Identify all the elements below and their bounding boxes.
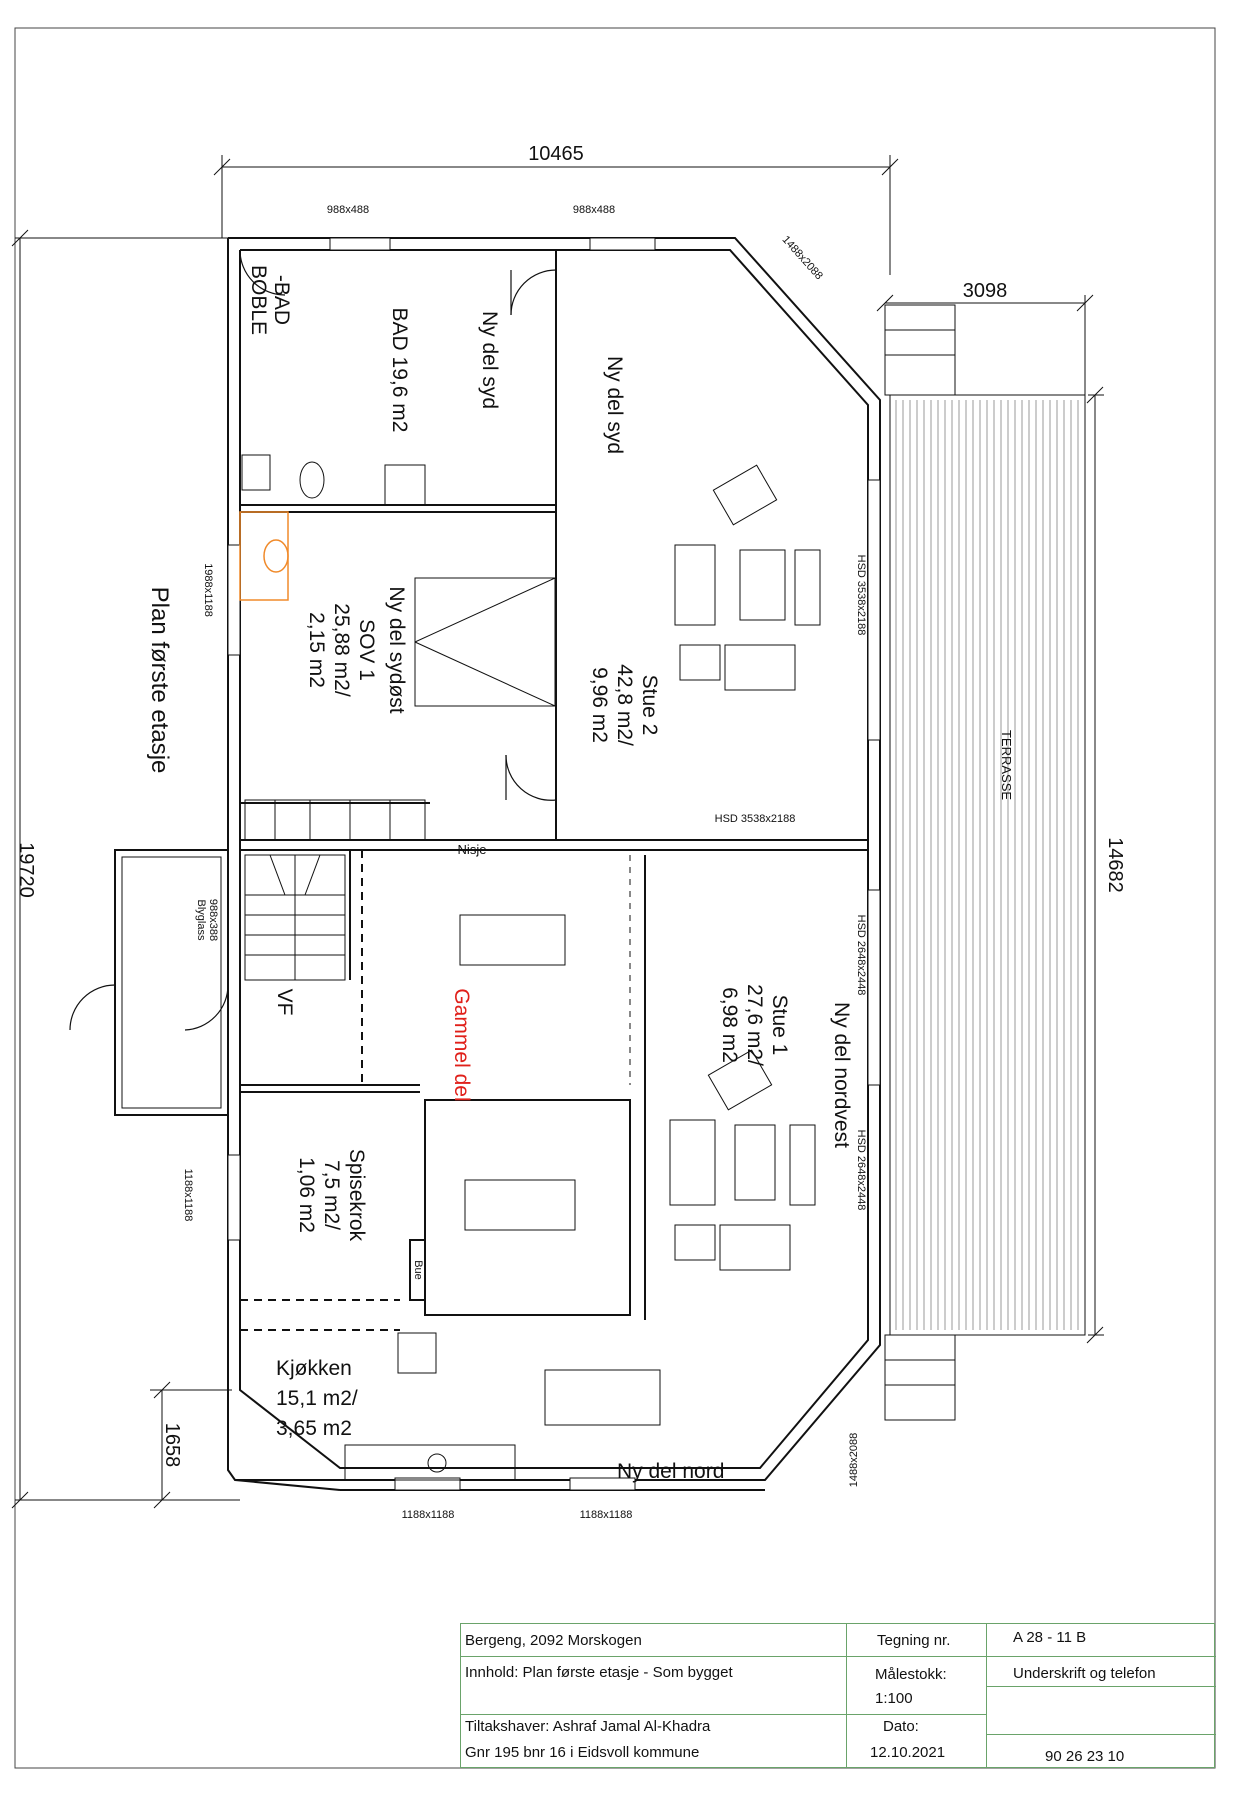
window-label-top-mid: 988x488 (573, 204, 615, 216)
label-sov-area1: 25,88 m2/ (330, 603, 353, 697)
dim-kitchen-offset: 1658 (161, 1423, 183, 1468)
sheet-border (14, 27, 1216, 1769)
label-kjokken-area1: 15,1 m2/ (276, 1387, 358, 1410)
title-property: Gnr 195 bnr 16 i Eidsvoll kommune (465, 1744, 700, 1761)
label-stue2-name: Stue 2 (638, 675, 661, 736)
label-sov-name: SOV 1 (355, 619, 378, 681)
dim-terrace-width: 3098 (963, 280, 1008, 302)
title-address: Bergeng, 2092 Morskogen (465, 1632, 642, 1649)
title-signature-label: Underskrift og telefon (1013, 1665, 1156, 1682)
label-sov-area2: 2,15 m2 (305, 612, 328, 688)
label-ny-del-nord: Ny del nord (617, 1460, 724, 1483)
terrace-deck-boards (895, 400, 1079, 1330)
bathroom-fixtures (241, 454, 426, 506)
window-label-bottom-mid: 1188x1188 (580, 1509, 633, 1521)
label-spise-area2: 1,06 m2 (295, 1157, 318, 1233)
closet (244, 577, 556, 841)
label-stue1-area2: 6,98 m2 (718, 987, 741, 1063)
title-block: Bergeng, 2092 Morskogen Tegning nr. A 28… (460, 1623, 1216, 1768)
title-scale: 1:100 (875, 1690, 913, 1707)
title-drawing-no-label: Tegning nr. (877, 1632, 951, 1649)
terrace (884, 304, 1086, 1421)
title-scale-label: Målestokk: (875, 1666, 947, 1683)
window-label-corner-se: 1488x2088 (848, 1433, 860, 1487)
title-drawing-no: A 28 - 11 B (1013, 1629, 1087, 1646)
title-date-label: Dato: (883, 1718, 919, 1735)
label-terrasse: TERRASSE (999, 730, 1014, 800)
window-label-blyglass: Blyglass (195, 900, 207, 941)
window-marks (227, 237, 881, 1491)
exterior-walls (227, 237, 881, 1491)
title-owner: Tiltakshaver: Ashraf Jamal Al-Khadra (465, 1718, 711, 1735)
label-stue1-area1: 27,6 m2/ (743, 984, 766, 1066)
label-stue2-area2: 9,96 m2 (588, 667, 611, 743)
hsd-label-stue1-a: HSD 2648x2448 (855, 915, 867, 996)
label-spise-name: Spisekrok (345, 1149, 368, 1242)
window-label-top-left: 988x488 (327, 204, 369, 216)
stue2-furniture (674, 464, 821, 691)
staircase (244, 854, 346, 981)
dim-total-height: 19720 (15, 842, 37, 898)
label-boblebad-1: BOBLE (247, 265, 270, 335)
label-vf: VF (273, 989, 296, 1016)
label-kjokken-name: Kjøkken (276, 1357, 352, 1380)
label-boblebad-2: -BAD (270, 275, 293, 325)
kitchen-counter (344, 1332, 516, 1481)
hsd-label-stue1-b: HSD 2648x2448 (855, 1130, 867, 1211)
dimension-lines (11, 155, 1104, 1509)
window-label-west-spise: 1188x1188 (182, 1169, 194, 1222)
label-kjokken-area2: 3,65 m2 (276, 1417, 352, 1440)
entrance-porch (114, 849, 229, 1116)
dim-terrace-length: 14682 (1104, 837, 1126, 893)
label-sov-wing: Ny del sydøst (385, 586, 408, 713)
dining-tables (459, 914, 661, 1426)
hsd-label-stue2-bottom: HSD 3538x2188 (715, 813, 796, 825)
label-stue2-wing: Ny del syd (603, 356, 626, 454)
window-label-west-sov: 1988x1188 (202, 563, 214, 617)
window-label-bottom-left: 1188x1188 (402, 1509, 455, 1521)
window-label-corner-ne: 1488x2088 (780, 234, 825, 282)
title-date: 12.10.2021 (870, 1744, 946, 1761)
label-bue: Bue (412, 1260, 424, 1280)
label-spise-area1: 7,5 m2/ (320, 1160, 343, 1230)
stue1-furniture (669, 1049, 816, 1271)
hsd-label-stue2-side: HSD 3538x2188 (855, 555, 867, 636)
plan-title: Plan første etasje (146, 587, 173, 774)
doors (69, 249, 557, 1031)
title-phone: 90 26 23 10 (1045, 1748, 1125, 1765)
label-nisje: Nisje (458, 842, 487, 857)
bathtub-drain (263, 539, 289, 573)
title-content: Innhold: Plan første etasje - Som bygget (465, 1664, 733, 1681)
window-label-west-vf: 988x388 (207, 899, 219, 941)
label-bad-area: BAD 19,6 m2 (388, 308, 411, 433)
label-bad-wing: Ny del syd (478, 311, 501, 409)
label-stue1-wing: Ny del nordvest (830, 1002, 853, 1148)
dim-total-width: 10465 (528, 143, 584, 165)
label-stue1-name: Stue 1 (768, 995, 791, 1056)
label-gammel-del: Gammel del (450, 988, 473, 1101)
interior-walls (240, 250, 868, 1331)
entrance-porch-inner (121, 856, 222, 1109)
label-stue2-area1: 42,8 m2/ (613, 664, 636, 746)
